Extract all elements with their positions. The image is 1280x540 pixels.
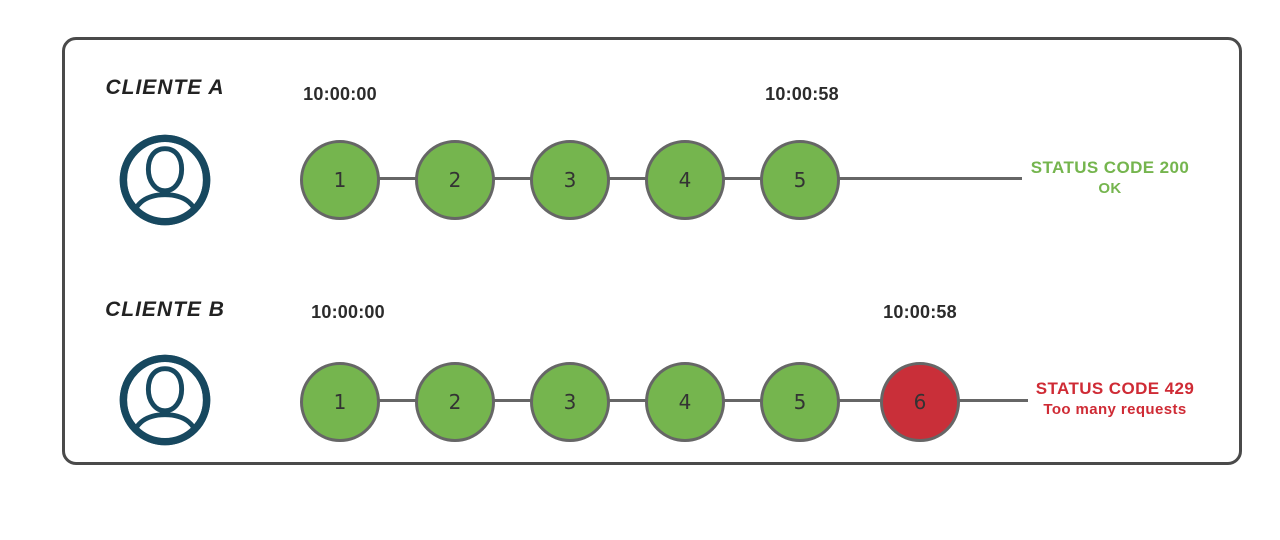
client-b-person-icon bbox=[118, 353, 212, 447]
client-a-request-4: 4 bbox=[645, 140, 725, 220]
client-a-window-end: 10:00:58 bbox=[765, 84, 839, 104]
client-a-window-start: 10:00:00 bbox=[303, 84, 377, 104]
client-b-window-start: 10:00:00 bbox=[311, 302, 385, 322]
client-b-request-6-rejected: 6 bbox=[880, 362, 960, 442]
client-a-request-3: 3 bbox=[530, 140, 610, 220]
client-b-status-message: Too many requests bbox=[1043, 401, 1187, 418]
client-b-request-5: 5 bbox=[760, 362, 840, 442]
client-b-request-3: 3 bbox=[530, 362, 610, 442]
client-b-status-code: STATUS CODE 429 bbox=[1035, 379, 1195, 398]
client-a-status-code: STATUS CODE 200 bbox=[1030, 158, 1190, 177]
client-b-request-1: 1 bbox=[300, 362, 380, 442]
client-b-request-2: 2 bbox=[415, 362, 495, 442]
client-a-status-message: OK bbox=[1098, 180, 1122, 197]
client-a-label: CLIENTE A bbox=[105, 76, 225, 99]
client-b-window-end: 10:00:58 bbox=[883, 302, 957, 322]
client-a-status: STATUS CODE 200 OK bbox=[1012, 157, 1208, 198]
client-b-status: STATUS CODE 429 Too many requests bbox=[1015, 378, 1215, 419]
client-a-person-icon bbox=[118, 133, 212, 227]
client-a-request-5: 5 bbox=[760, 140, 840, 220]
client-b-label: CLIENTE B bbox=[105, 298, 225, 321]
client-a-request-1: 1 bbox=[300, 140, 380, 220]
client-a-request-2: 2 bbox=[415, 140, 495, 220]
client-b-request-4: 4 bbox=[645, 362, 725, 442]
